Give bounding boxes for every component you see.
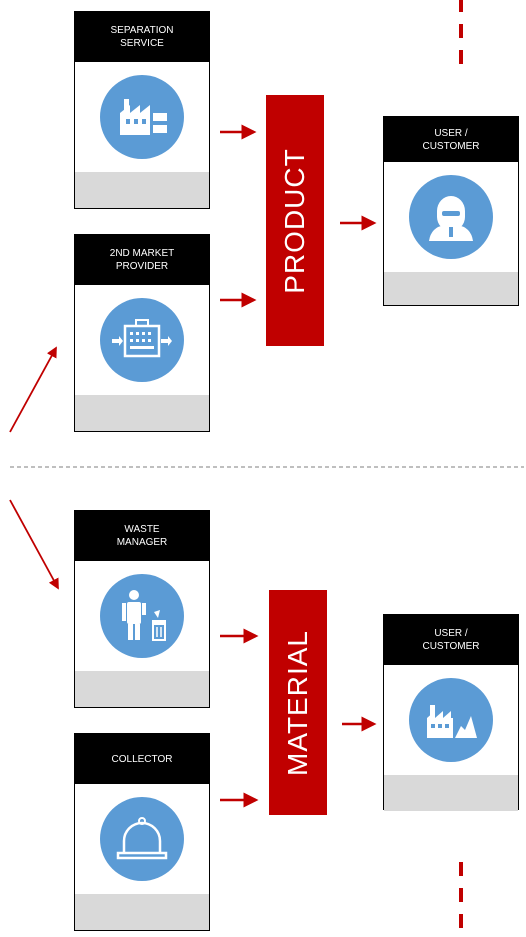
factory-icon (100, 75, 184, 159)
card-material-customer: USER / CUSTOMER (383, 614, 519, 811)
card-title: USER / CUSTOMER (384, 117, 518, 162)
card-title: COLLECTOR (75, 734, 209, 784)
card-title: WASTE MANAGER (75, 511, 209, 561)
card-footer (75, 172, 209, 208)
material-band: MATERIAL (269, 590, 327, 815)
card-footer (384, 272, 518, 305)
card-title: SEPARATION SERVICE (75, 12, 209, 62)
factory-material-icon (409, 678, 493, 762)
card-footer (384, 775, 518, 811)
card-footer (75, 894, 209, 930)
building-exchange-icon (100, 298, 184, 382)
collection-bell-icon (100, 797, 184, 881)
card-footer (75, 671, 209, 707)
product-band: PRODUCT (266, 95, 324, 346)
card-waste-manager: WASTE MANAGER (74, 510, 210, 708)
arrow-inflow-to-2nd-market (9, 346, 57, 433)
card-separation-service: SEPARATION SERVICE (74, 11, 210, 209)
arrow-inflow-to-waste-manager (9, 499, 59, 590)
card-product-customer: USER / CUSTOMER (383, 116, 519, 306)
card-2nd-market-provider: 2ND MARKET PROVIDER (74, 234, 210, 432)
user-avatar-icon (409, 175, 493, 259)
card-title: USER / CUSTOMER (384, 615, 518, 665)
card-title: 2ND MARKET PROVIDER (75, 235, 209, 285)
card-footer (75, 395, 209, 431)
person-trash-icon (100, 574, 184, 658)
card-collector: COLLECTOR (74, 733, 210, 931)
